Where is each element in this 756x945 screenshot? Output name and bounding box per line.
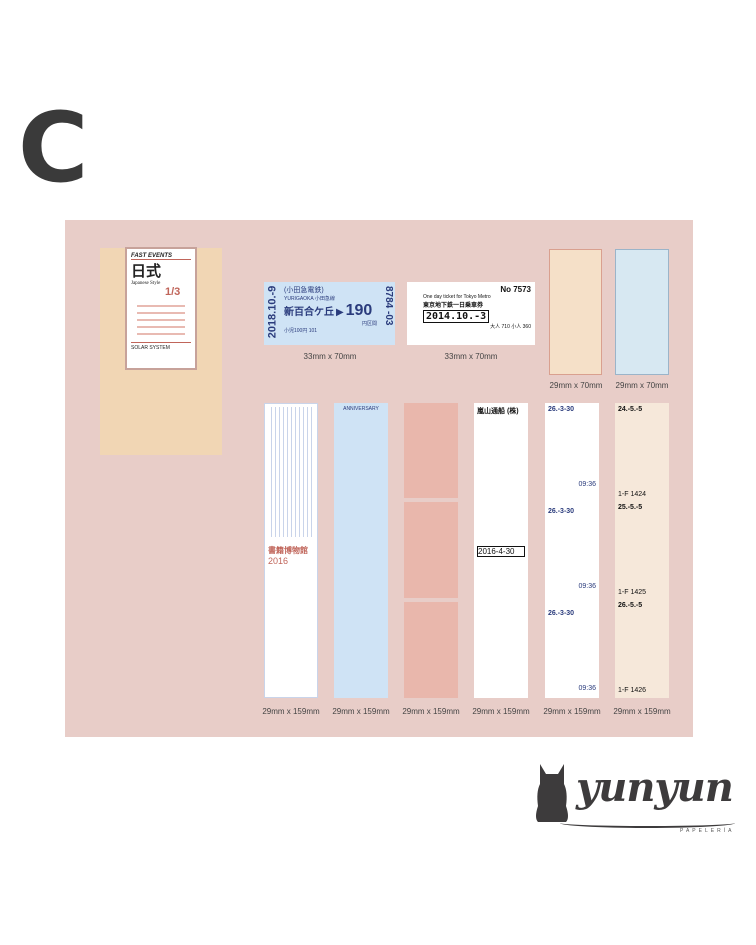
strip-text: 嵐山通船 (株) bbox=[477, 408, 519, 415]
strip-text: 26.-3-30 bbox=[548, 610, 575, 617]
ticket-price: 大人 710 小人 360 bbox=[490, 324, 531, 330]
strip-text: 09:36 bbox=[578, 685, 596, 692]
card-footer: SOLAR SYSTEM bbox=[131, 342, 191, 351]
strip-text: 26.-3-30 bbox=[548, 406, 575, 413]
card-subtitle: Japanese Style bbox=[131, 281, 161, 286]
ticket-number: No 7573 bbox=[500, 285, 531, 294]
cat-icon bbox=[536, 764, 568, 822]
size-label: 29mm x 70mm bbox=[615, 381, 669, 390]
strip-train-times: 26.-3-30 09:36 26.-3-30 09:36 26.-3-30 0… bbox=[545, 403, 599, 698]
strip-text: 09:36 bbox=[578, 583, 596, 590]
ticket-date: 2018.10.-9 bbox=[266, 285, 279, 339]
size-label: 29mm x 159mm bbox=[613, 707, 671, 716]
card-mark: 1/3 bbox=[165, 286, 181, 298]
strip-text: 1-F 1426 bbox=[618, 687, 647, 694]
size-label: 29mm x 159mm bbox=[543, 707, 601, 716]
sticker-cafe bbox=[615, 249, 669, 375]
strip-receipt: 嵐山通船 (株) 2016-4-30 bbox=[474, 403, 528, 698]
strip-text: 09:36 bbox=[578, 481, 596, 488]
ticket-fare: 190 bbox=[345, 302, 373, 319]
logo-tagline: PAPELERÍA bbox=[680, 828, 735, 834]
feature-card: FAST EVENTS 日式 Japanese Style 1/3 SOLAR … bbox=[125, 247, 197, 370]
variant-letter: C bbox=[18, 92, 89, 204]
ticket-white: No 7573 One day ticket for Tokyo Metro 東… bbox=[407, 282, 535, 345]
ticket-fare-unit: 円区間 bbox=[361, 321, 377, 327]
size-label: 29mm x 159mm bbox=[332, 707, 390, 716]
logo-name: yunyun bbox=[576, 764, 734, 811]
ticket-title: One day ticket for Tokyo Metro bbox=[423, 294, 491, 300]
card-title: 日式 bbox=[131, 263, 162, 280]
ticket-note: 小児100円 101 bbox=[284, 328, 318, 334]
ticket-company: (小田急電鉄) bbox=[284, 287, 324, 294]
logo-swash bbox=[560, 818, 735, 828]
ticket-route: YURIGAOKA 小田急線 bbox=[284, 296, 335, 302]
card-illustration bbox=[137, 300, 185, 340]
strip-museum: 書籍博物館 2016 bbox=[264, 403, 318, 698]
strip-text: 26.-5.-5 bbox=[618, 602, 643, 609]
strip-text: ANNIVERSARY bbox=[343, 406, 379, 412]
size-label: 33mm x 70mm bbox=[303, 352, 357, 361]
strip-text: 2016 bbox=[268, 556, 289, 566]
card-header: FAST EVENTS bbox=[131, 253, 191, 260]
strip-text: 1-F 1425 bbox=[618, 589, 647, 596]
size-label: 29mm x 159mm bbox=[262, 707, 320, 716]
strip-text: 2016-4-30 bbox=[477, 546, 525, 557]
ticket-subtitle: 東京地下鉄一日乗車券 bbox=[423, 303, 484, 309]
ticket-date: 2014.10.-3 bbox=[423, 310, 490, 323]
strip-tan-tickets: 24.-5.-5 1-F 1424 25.-5.-5 1-F 1425 26.-… bbox=[615, 403, 669, 698]
strip-text: 24.-5.-5 bbox=[618, 406, 643, 413]
size-label: 33mm x 70mm bbox=[444, 352, 498, 361]
size-label: 29mm x 70mm bbox=[549, 381, 603, 390]
strip-pink bbox=[404, 403, 458, 698]
strip-text: 25.-5.-5 bbox=[618, 504, 643, 511]
ticket-serial: 8784 -03 bbox=[383, 286, 394, 326]
strip-text: 書籍博物館 bbox=[268, 546, 308, 555]
size-label: 29mm x 159mm bbox=[472, 707, 530, 716]
brand-logo: yunyun PAPELERÍA bbox=[530, 760, 740, 835]
strip-anniversary: ANNIVERSARY bbox=[334, 403, 388, 698]
sticker-kitchen bbox=[549, 249, 602, 375]
size-label: 29mm x 159mm bbox=[402, 707, 460, 716]
ticket-station: 新百合ケ丘 bbox=[284, 307, 334, 318]
strip-text: 1-F 1424 bbox=[618, 491, 647, 498]
strip-text: 26.-3-30 bbox=[548, 508, 575, 515]
ticket-blue: 2018.10.-9 (小田急電鉄) YURIGAOKA 小田急線 新百合ケ丘 … bbox=[264, 282, 395, 345]
